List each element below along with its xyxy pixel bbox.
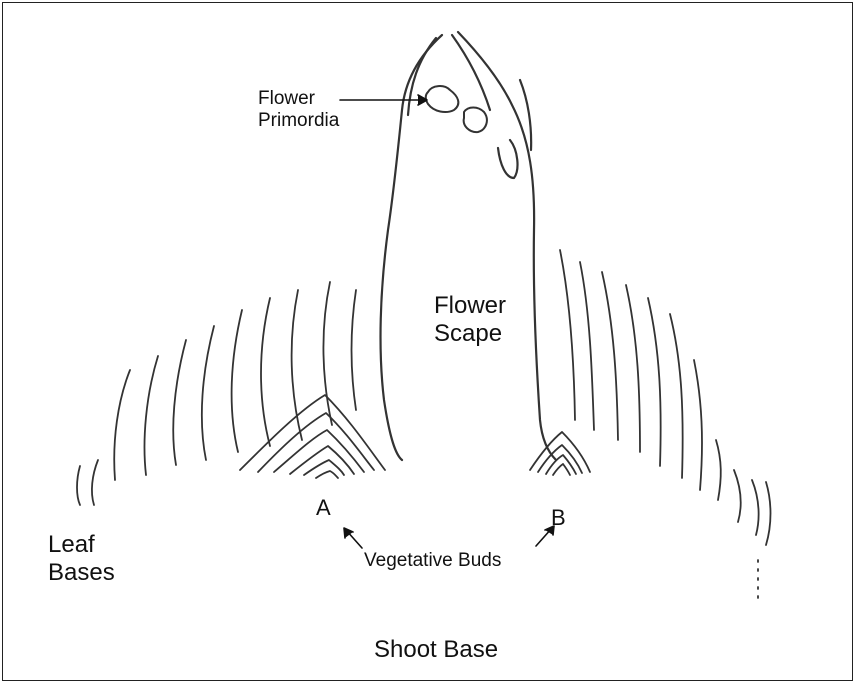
bud-a-sheaths bbox=[240, 395, 385, 478]
vegetative-buds-label: Vegetative Buds bbox=[364, 550, 501, 572]
flower-primordia bbox=[426, 86, 487, 132]
bud-a-label: A bbox=[316, 495, 331, 521]
flower-scape-outline bbox=[381, 32, 556, 460]
leaf-bases-label: Leaf Bases bbox=[48, 531, 115, 588]
bud-b-label: B bbox=[551, 505, 566, 531]
shoot-base-label: Shoot Base bbox=[374, 636, 498, 664]
right-leaf-bases bbox=[560, 250, 771, 600]
flower-scape-label: Flower Scape bbox=[434, 292, 506, 349]
bud-b-sheaths bbox=[530, 432, 590, 475]
flower-primordia-label: Flower Primordia bbox=[258, 88, 339, 133]
left-leaf-bases bbox=[77, 282, 356, 505]
